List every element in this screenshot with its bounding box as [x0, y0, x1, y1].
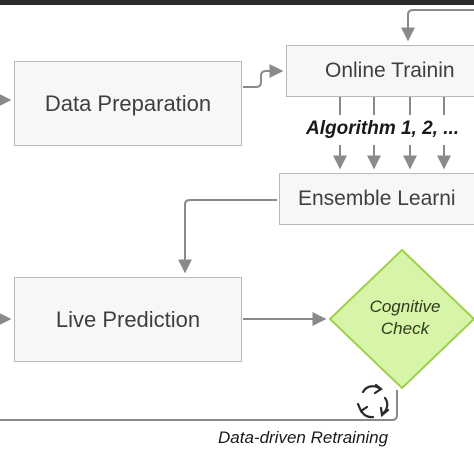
- online-training-box: Online Trainin: [286, 45, 474, 97]
- data-preparation-box: Data Preparation: [14, 61, 242, 146]
- refresh-cycle-icon: [356, 383, 390, 419]
- arrow-prep-to-training: [243, 64, 284, 88]
- data-preparation-label: Data Preparation: [44, 90, 212, 116]
- live-prediction-box: Live Prediction: [14, 277, 242, 362]
- retraining-loop-line: [0, 390, 398, 421]
- retraining-label: Data-driven Retraining: [218, 428, 389, 447]
- arrow-ensemble-to-prediction: [178, 199, 277, 274]
- online-training-label: Online Trainin: [325, 59, 455, 82]
- ensemble-learning-box: Ensemble Learni: [279, 173, 474, 225]
- algorithms-label: Algorithm 1, 2, ...: [306, 118, 460, 139]
- live-prediction-label: Live Prediction: [55, 306, 201, 332]
- ensemble-learning-label: Ensemble Learni: [298, 187, 456, 210]
- cognitive-check-line2: Check: [380, 319, 430, 338]
- cognitive-check-label: Cognitive Check: [330, 296, 474, 340]
- cognitive-check-diamond: [328, 248, 474, 390]
- training-ticks: [339, 97, 445, 115]
- top-border: [0, 0, 474, 5]
- cognitive-check-line1: Cognitive: [369, 297, 441, 316]
- arrow-feedback-into-training: [401, 9, 474, 42]
- algorithm-arrows: [333, 145, 451, 170]
